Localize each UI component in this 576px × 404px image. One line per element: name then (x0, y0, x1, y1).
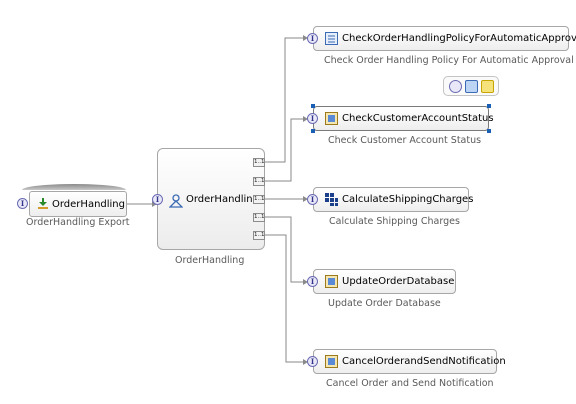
reference-1[interactable]: 1..1 (253, 158, 265, 167)
reference-4[interactable]: 1..1 (253, 213, 265, 222)
selection-handle[interactable] (487, 104, 491, 108)
arrow-1 (303, 35, 308, 41)
component-node[interactable]: OrderHandling (157, 148, 265, 250)
export-label: OrderHandling (52, 198, 125, 210)
add-interface-icon[interactable] (448, 79, 462, 93)
target-interface-icon-2[interactable]: I (307, 113, 318, 124)
java-component-icon (325, 112, 338, 125)
export-icon (37, 197, 49, 210)
selection-handle[interactable] (487, 129, 491, 133)
reference-2[interactable]: 1..1 (253, 177, 265, 186)
java-component-icon (325, 275, 338, 288)
add-note-icon[interactable] (480, 79, 494, 93)
export-node[interactable]: OrderHandling (29, 191, 127, 217)
target-node-4[interactable]: UpdateOrderDatabase (313, 269, 456, 294)
export-interface-icon[interactable]: I (17, 198, 28, 209)
add-reference-icon[interactable] (464, 79, 478, 93)
target-caption-4: Update Order Database (328, 298, 441, 309)
java-component-icon (325, 355, 338, 368)
target-node-3[interactable]: CalculateShippingCharges (313, 187, 473, 212)
target-label-5: CancelOrderandSendNotification (342, 356, 506, 367)
target-interface-icon-4[interactable]: I (307, 276, 318, 287)
target-interface-icon-5[interactable]: I (307, 356, 318, 367)
component-person-icon (168, 193, 184, 208)
reference-3[interactable]: 1..1 (253, 195, 265, 204)
wire-ref4 (265, 216, 308, 283)
target-node-2[interactable]: CheckCustomerAccountStatus (313, 106, 494, 131)
target-interface-icon-3[interactable]: I (307, 194, 318, 205)
component-caption: OrderHandling (175, 255, 245, 266)
target-interface-icon-1[interactable]: I (307, 33, 318, 44)
target-caption-1: Check Order Handling Policy For Automati… (324, 55, 574, 66)
wire-ref5 (265, 234, 308, 363)
grid-component-icon (325, 193, 338, 206)
export-cap (22, 184, 126, 190)
component-interface-icon[interactable]: I (152, 194, 163, 205)
component-label: OrderHandling (186, 194, 259, 205)
arrow-4 (303, 279, 308, 285)
target-node-1[interactable]: CheckOrderHandlingPolicyForAutomaticAppr… (313, 26, 576, 51)
target-label-1: CheckOrderHandlingPolicyForAutomaticAppr… (342, 33, 576, 44)
wire-ref2 (265, 118, 308, 182)
arrow-2 (303, 116, 308, 122)
reference-5[interactable]: 1..1 (253, 231, 265, 240)
target-caption-2: Check Customer Account Status (328, 135, 482, 146)
export-caption: OrderHandling Export (26, 217, 130, 228)
target-caption-5: Cancel Order and Send Notification (326, 378, 494, 389)
target-label-2: CheckCustomerAccountStatus (342, 113, 494, 124)
wire-ref1 (265, 37, 308, 163)
target-label-3: CalculateShippingCharges (342, 194, 474, 205)
target-caption-3: Calculate Shipping Charges (329, 216, 460, 227)
target-node-5[interactable]: CancelOrderandSendNotification (313, 349, 506, 374)
business-rule-icon (325, 32, 338, 45)
selection-handle[interactable] (311, 129, 315, 133)
arrow-3 (303, 196, 308, 202)
selection-handle[interactable] (311, 104, 315, 108)
hover-toolbar (443, 76, 499, 96)
arrow-5 (303, 359, 308, 365)
target-label-4: UpdateOrderDatabase (342, 276, 455, 287)
